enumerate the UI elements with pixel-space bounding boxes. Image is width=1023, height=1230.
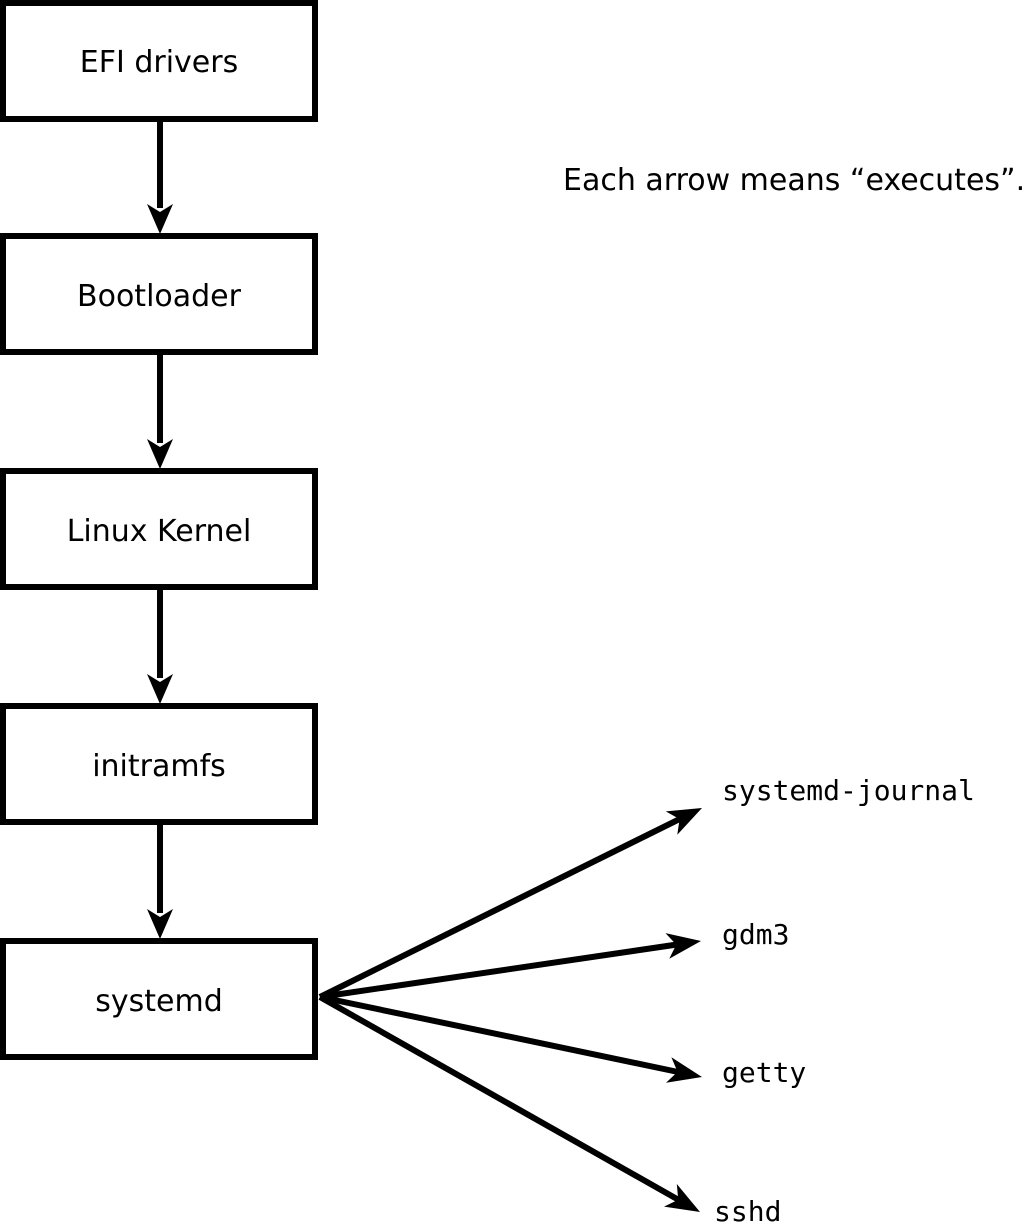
service-label-sshd: sshd <box>714 1195 781 1228</box>
stage-box-rect-initramfs <box>0 703 318 825</box>
service-label-gdm3: gdm3 <box>722 918 789 951</box>
arrow-initramfs-to-systemd <box>147 824 173 939</box>
fan-arrow-systemd-journal-head <box>665 808 702 835</box>
stage-box-rect-bootloader <box>0 233 318 355</box>
stage-box-efi-drivers[interactable]: EFI drivers <box>0 0 318 122</box>
service-labels-group: systemd-journal gdm3 getty sshd <box>714 774 975 1228</box>
service-label-systemd-journal: systemd-journal <box>722 774 975 807</box>
fan-arrow-getty-head <box>666 1057 702 1083</box>
fan-arrow-getty <box>319 994 702 1083</box>
stage-box-bootloader[interactable]: Bootloader <box>0 233 318 355</box>
arrow-kernel-to-initramfs <box>147 589 173 704</box>
fan-arrow-sshd <box>318 994 700 1212</box>
arrow-bootloader-to-kernel-head <box>147 439 173 469</box>
fan-arrow-gdm3-head <box>665 933 701 959</box>
arrow-bootloader-to-kernel <box>147 354 173 469</box>
stage-box-linux-kernel[interactable]: Linux Kernel <box>0 468 318 590</box>
stage-box-systemd[interactable]: systemd <box>0 938 318 1060</box>
fan-arrow-gdm3 <box>319 933 701 1000</box>
stage-label-bootloader: Bootloader <box>77 279 242 314</box>
stage-label-initramfs: initramfs <box>92 749 226 784</box>
arrow-kernel-to-initramfs-head <box>147 674 173 704</box>
stage-box-rect-efi-drivers <box>0 0 318 122</box>
stage-box-rect-linux-kernel <box>0 468 318 590</box>
stage-box-rect-systemd <box>0 938 318 1060</box>
stage-label-efi-drivers: EFI drivers <box>80 45 238 80</box>
fan-arrow-systemd-journal <box>318 808 702 1000</box>
fan-arrows-group <box>318 808 702 1212</box>
arrow-efi-to-bootloader-head <box>147 204 173 234</box>
stage-label-linux-kernel: Linux Kernel <box>67 514 252 549</box>
service-label-getty: getty <box>722 1056 806 1089</box>
arrow-initramfs-to-systemd-head <box>147 909 173 939</box>
fan-arrow-sshd-head <box>664 1183 700 1212</box>
diagram-caption: Each arrow means “executes”. <box>563 163 1023 198</box>
stage-box-initramfs[interactable]: initramfs <box>0 703 318 825</box>
arrow-efi-to-bootloader <box>147 119 173 234</box>
stage-label-systemd: systemd <box>95 984 223 1019</box>
chain-arrows-group <box>147 119 173 939</box>
